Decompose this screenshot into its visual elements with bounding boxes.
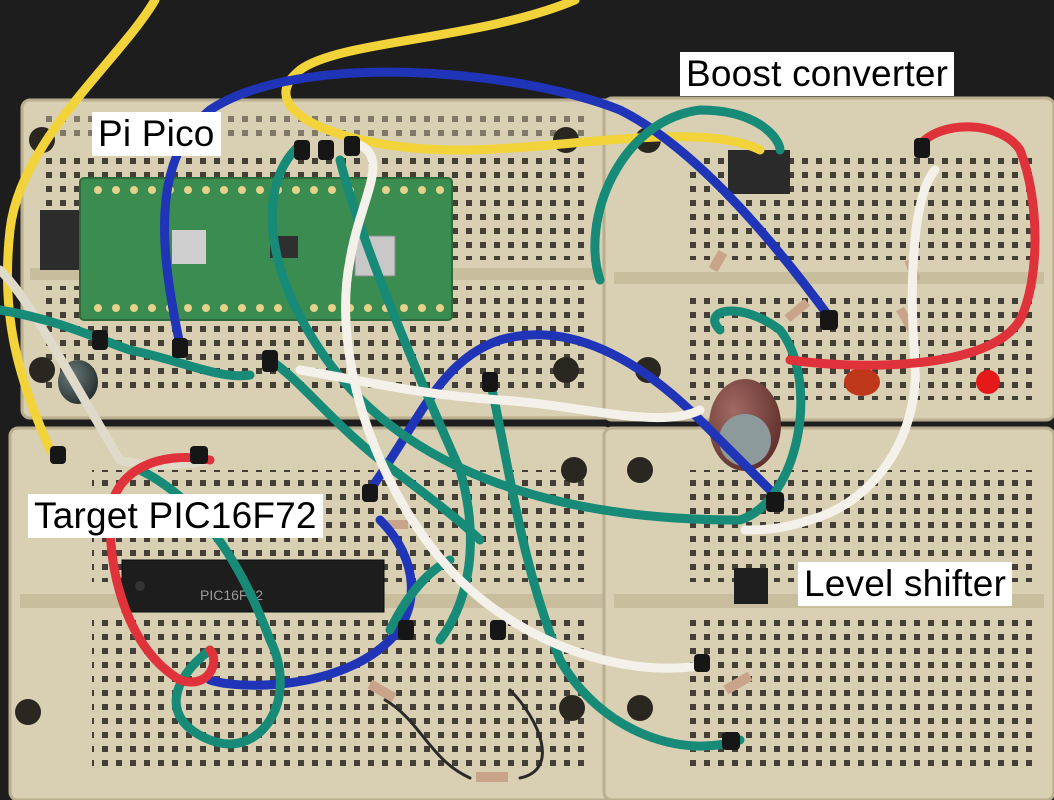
- label-target-pic: Target PIC16F72: [28, 494, 323, 538]
- label-level-shifter: Level shifter: [798, 562, 1013, 606]
- label-boost-converter: Boost converter: [680, 52, 955, 96]
- boost-converter-parts: [708, 150, 1000, 471]
- wire-plugs: [50, 136, 930, 750]
- breadboard-bottom-left: [8, 426, 614, 800]
- level-shifter-parts: [723, 568, 768, 695]
- jumper-wires: [0, 0, 1040, 780]
- label-pi-pico: Pi Pico: [92, 112, 221, 156]
